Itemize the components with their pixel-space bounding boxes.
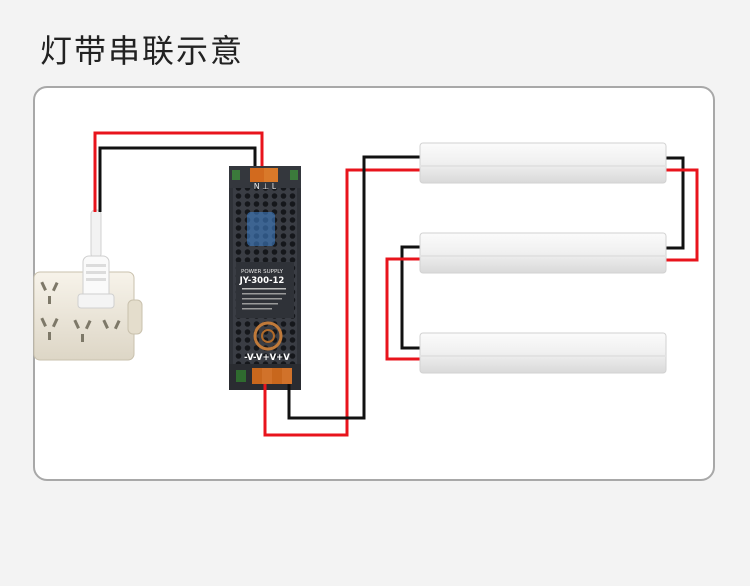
power-supply-component-blue <box>247 212 275 246</box>
mains-wires <box>93 131 264 212</box>
series-wires <box>385 156 699 361</box>
series-wire-black-2-3 <box>400 245 420 350</box>
mains-plug <box>77 209 115 309</box>
power-supply-model: JY-300-12 <box>239 276 285 286</box>
led-strip-1 <box>419 142 667 184</box>
series-wire-red-2-3 <box>385 257 420 361</box>
power-supply-header-label: POWER SUPPLY <box>241 269 284 275</box>
socket-outlet-icon <box>40 281 121 342</box>
output-terminal-label: -V-V+V+V <box>244 353 290 363</box>
input-terminal-label: N ⊥ L <box>254 182 277 191</box>
power-supply-coil <box>253 321 283 351</box>
mains-wire-black <box>98 146 257 212</box>
page-title: 灯带串联示意 <box>40 32 245 70</box>
series-wire-black-1-2 <box>665 156 685 250</box>
led-strip-2 <box>419 232 667 274</box>
output-wire-black <box>287 155 420 420</box>
power-supply: N ⊥ L POWER SUPPLY JY-300-12 -V-V+V+V <box>229 166 301 390</box>
led-strip-3 <box>419 332 667 374</box>
output-wires <box>263 155 420 437</box>
output-wire-red <box>263 168 420 437</box>
series-wire-red-1-2 <box>665 168 699 262</box>
mains-wire-red <box>93 131 264 212</box>
